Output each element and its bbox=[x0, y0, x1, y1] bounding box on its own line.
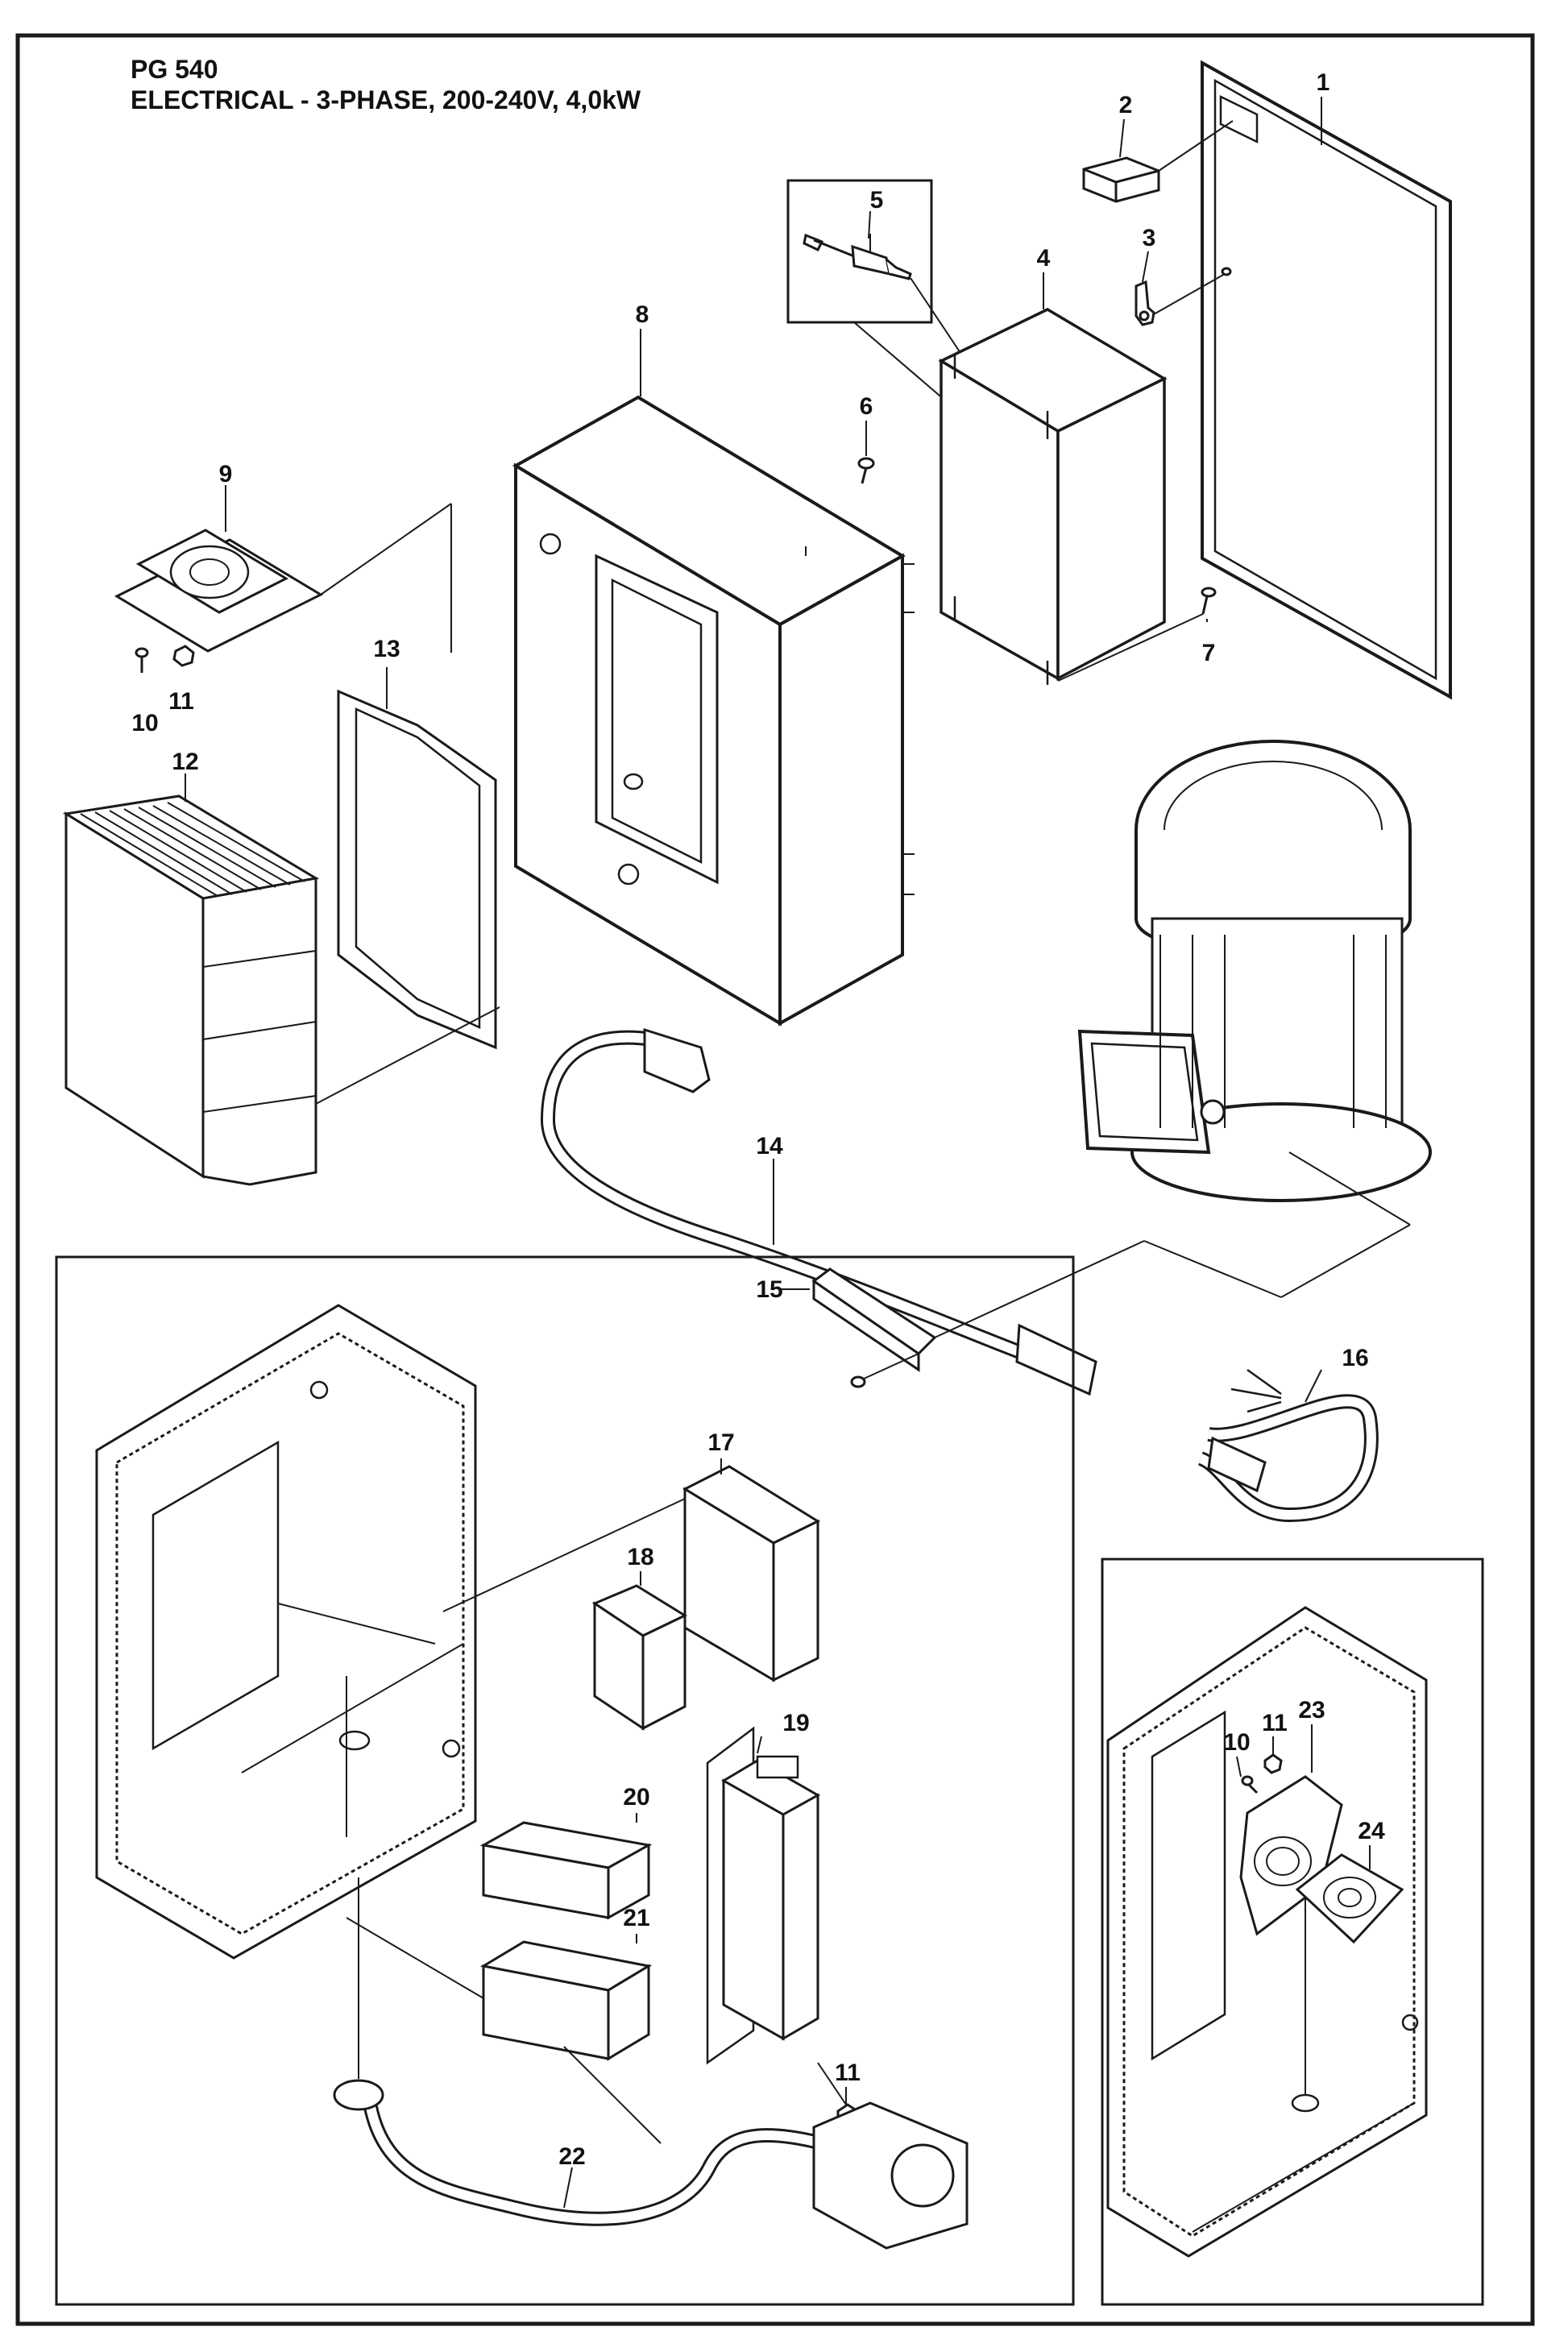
leader-lines bbox=[185, 97, 1371, 2209]
callout-22: 22 bbox=[558, 2143, 585, 2170]
callout-24: 24 bbox=[1358, 1818, 1385, 1844]
callout-12: 12 bbox=[172, 749, 198, 775]
gasket-part bbox=[337, 689, 497, 1050]
screw-part-10 bbox=[135, 647, 149, 673]
diagram-title: PG 540 bbox=[131, 55, 218, 84]
sheet-border bbox=[15, 33, 1535, 2326]
diagram-subtitle: ELECTRICAL - 3-PHASE, 200-240V, 4,0kW bbox=[131, 85, 641, 114]
callout-7: 7 bbox=[1202, 640, 1216, 666]
callout-15: 15 bbox=[756, 1276, 782, 1303]
callout-21: 21 bbox=[623, 1905, 649, 1931]
fan-part-24 bbox=[1295, 1853, 1404, 1944]
screw-part-7 bbox=[1057, 587, 1217, 682]
callout-14: 14 bbox=[756, 1133, 783, 1159]
callout-8: 8 bbox=[636, 301, 649, 328]
screw-part-10-lower bbox=[1241, 1775, 1259, 1794]
callout-11-lower: 11 bbox=[835, 2060, 861, 2086]
fan-unit-part bbox=[114, 503, 452, 653]
callout-3: 3 bbox=[1143, 225, 1156, 251]
callout-13: 13 bbox=[373, 636, 400, 662]
nut-part-11 bbox=[172, 645, 195, 667]
contactor-part-20 bbox=[479, 1821, 653, 1920]
callout-4: 4 bbox=[1037, 245, 1051, 272]
supply-cable-part bbox=[333, 1877, 969, 2250]
heatsink-part bbox=[62, 794, 500, 1186]
callout-10-inset: 10 bbox=[1223, 1729, 1250, 1756]
motor-cable-part bbox=[540, 1027, 1097, 1396]
callout-11: 11 bbox=[168, 688, 194, 715]
callout-11-inset: 11 bbox=[1262, 1710, 1288, 1736]
circuit-breaker-part bbox=[591, 1584, 688, 1731]
callout-18: 18 bbox=[627, 1544, 653, 1570]
callout-5: 5 bbox=[870, 187, 884, 214]
screw-part-6 bbox=[857, 457, 875, 484]
callout-2: 2 bbox=[1119, 92, 1133, 118]
electric-motor bbox=[1077, 740, 1432, 1298]
contactor-part-21 bbox=[346, 1917, 653, 2061]
nut-part-11-inset bbox=[1263, 1753, 1283, 1774]
callout-16: 16 bbox=[1342, 1345, 1368, 1371]
cable-bracket-part bbox=[811, 1240, 1145, 1388]
callout-20: 20 bbox=[623, 1784, 649, 1811]
callout-1: 1 bbox=[1317, 69, 1330, 96]
fan-mount-inset bbox=[1101, 1558, 1484, 2306]
label-block-part bbox=[1082, 120, 1234, 203]
callout-6: 6 bbox=[860, 393, 873, 420]
control-box-inset bbox=[55, 1255, 1075, 2306]
enclosure-box-part bbox=[512, 395, 915, 1027]
callout-10: 10 bbox=[131, 710, 158, 736]
callout-17: 17 bbox=[707, 1429, 734, 1456]
callout-23: 23 bbox=[1298, 1697, 1325, 1724]
motor-lead-part bbox=[1197, 1368, 1379, 1523]
power-supply-part bbox=[442, 1465, 821, 1682]
cover-box-part bbox=[938, 308, 1168, 685]
cover-panel-part bbox=[1201, 60, 1452, 700]
clip-part bbox=[1135, 267, 1232, 326]
callout-19: 19 bbox=[782, 1710, 809, 1736]
callout-9: 9 bbox=[219, 461, 233, 487]
line-filter-part bbox=[706, 1726, 821, 2065]
